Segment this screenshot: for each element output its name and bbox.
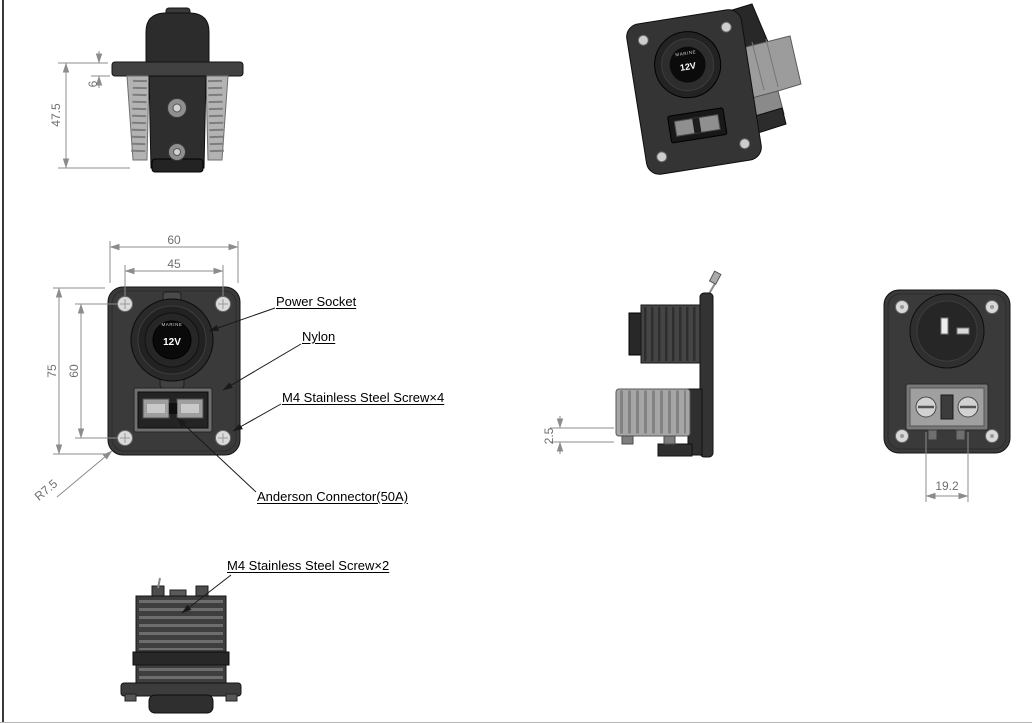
- front-view-leader-lines: [176, 307, 302, 493]
- m4-screw-x4-label: M4 Stainless Steel Screw×4: [282, 390, 445, 405]
- side-view: [615, 270, 722, 458]
- front-power-socket: MARINE 12V: [130, 291, 214, 389]
- dim-side-gap: 2.5: [542, 427, 556, 445]
- side-flange: [699, 292, 714, 458]
- rear-anderson-connector: [905, 383, 989, 441]
- iso-corner-screws: [637, 21, 751, 163]
- front-socket-brand: MARINE: [161, 322, 182, 327]
- power-socket-label: Power Socket: [276, 294, 357, 309]
- dim-top-view-height: 47.5: [49, 103, 63, 127]
- iso-socket-brand: MARINE: [675, 49, 697, 57]
- top-view-screws: [167, 98, 187, 161]
- top-view-dimension-lines: [58, 51, 130, 169]
- sheet-frame-left: [2, 0, 4, 723]
- dim-front-screw-height: 60: [67, 364, 81, 378]
- top-flange: [111, 61, 244, 77]
- iso-power-socket: MARINE 12V: [654, 31, 722, 99]
- bottom-flange: [120, 682, 242, 697]
- isometric-view: MARINE 12V: [626, 3, 802, 175]
- side-view-dimension-lines: [550, 416, 614, 454]
- m4-screw-x2-label: M4 Stainless Steel Screw×2: [227, 558, 390, 573]
- bottom-view-leader-lines: [181, 574, 232, 614]
- top-view: [111, 7, 244, 173]
- nylon-label: Nylon: [302, 329, 336, 344]
- rear-view: [883, 289, 1011, 454]
- anderson-connector-label: Anderson Connector(50A): [257, 489, 409, 504]
- rear-view-dimension-lines: [925, 432, 969, 502]
- dim-front-screw-width: 45: [167, 257, 181, 271]
- dim-front-height: 75: [45, 364, 59, 378]
- rear-socket: [909, 293, 985, 369]
- front-view: MARINE 12V: [107, 286, 241, 456]
- front-socket-voltage: 12V: [163, 337, 181, 348]
- front-anderson-connector: [133, 387, 213, 433]
- dim-front-width: 60: [167, 233, 181, 247]
- rear-corner-screws: [895, 300, 999, 443]
- iso-socket-voltage: 12V: [679, 60, 696, 72]
- iso-anderson-opening: [667, 107, 728, 144]
- bottom-view: [120, 577, 242, 714]
- dim-top-view-flange: 6: [86, 80, 100, 88]
- dim-rear-screw-spacing: 19.2: [935, 479, 959, 493]
- front-view-dimension-lines: [53, 241, 239, 498]
- iso-panel: MARINE 12V: [626, 9, 762, 175]
